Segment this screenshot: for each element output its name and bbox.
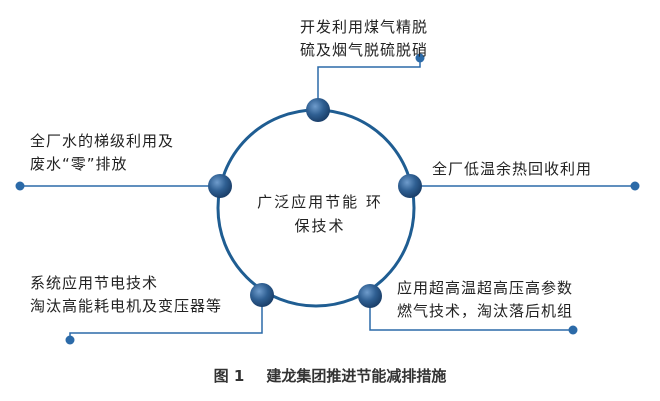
node-top [306,98,330,122]
connector-right-end-dot [630,181,640,191]
measure-top-label: 开发利用煤气精脱 硫及烟气脱硫脱硝 [300,16,428,62]
center-label: 广泛应用节能 环保技术 [252,190,388,238]
center-label-line-1: 广泛应用节能 [257,193,360,211]
node-right [398,174,422,198]
measure-bottom-left-line-1: 系统应用节电技术 [30,274,159,292]
connector-bottom-right-end-dot [568,325,578,335]
figure-caption: 图 1 建龙集团推进节能减排措施 [0,365,660,386]
measure-bottom-right-line-2: 燃气技术，淘汰落后机组 [397,302,574,320]
measure-right-line-1: 全厂低温余热回收利用 [432,160,593,178]
measure-bottom-left-line-2: 淘汰高能耗电机及变压器等 [30,297,223,315]
connector-top [317,58,421,110]
measure-left-line-2: 废水“零”排放 [30,155,128,173]
connector-top-end-dot [415,53,425,63]
center-label-line-2: 环保技术 [294,193,383,235]
figure-number: 图 1 [213,367,245,385]
node-bottom-right [358,284,382,308]
measure-right-label: 全厂低温余热回收利用 [432,158,592,181]
node-bottom-left [250,283,274,307]
connector-left-end-dot [15,181,25,191]
measure-bottom-left-label: 系统应用节电技术 淘汰高能耗电机及变压器等 [30,272,222,318]
measure-top-line-2: 硫及烟气脱硫脱硝 [300,41,429,59]
measure-bottom-right-label: 应用超高温超高压高参数 燃气技术，淘汰落后机组 [397,277,573,323]
measure-left-label: 全厂水的梯级利用及 废水“零”排放 [30,130,174,176]
connector-bottom-left-end-dot [65,335,75,345]
figure-title: 建龙集团推进节能减排措施 [266,367,447,385]
measure-bottom-right-line-1: 应用超高温超高压高参数 [397,279,574,297]
measure-top-line-1: 开发利用煤气精脱 [300,18,429,36]
node-left [208,174,232,198]
measure-left-line-1: 全厂水的梯级利用及 [30,132,175,150]
